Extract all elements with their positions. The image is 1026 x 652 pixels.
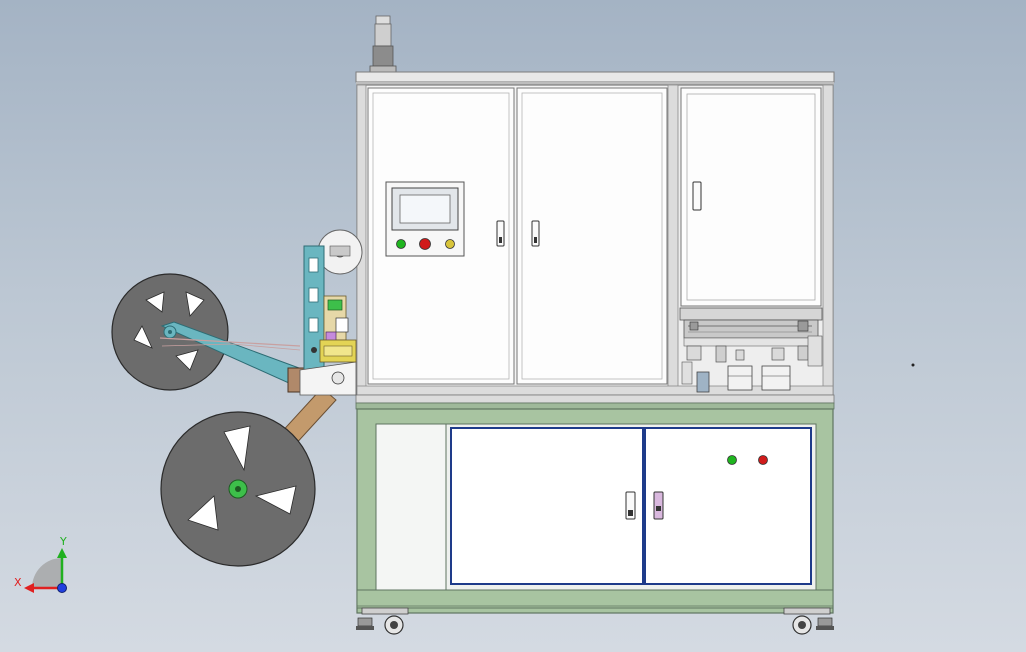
handle-lower-left[interactable] <box>625 491 636 520</box>
origin-marker <box>911 363 915 367</box>
handle-lower-right[interactable] <box>653 491 664 520</box>
control-panel <box>385 181 465 257</box>
handle-left-door[interactable] <box>496 220 505 247</box>
table-top <box>355 394 835 410</box>
peel-module <box>319 295 357 363</box>
z-axis-dot <box>57 583 67 593</box>
reset-button[interactable] <box>445 239 455 249</box>
caster-left <box>356 607 409 635</box>
touch-screen[interactable] <box>391 187 459 231</box>
side-roller <box>317 229 363 275</box>
lower-door-right[interactable] <box>644 427 812 585</box>
lower-reel <box>160 411 316 567</box>
upper-door-middle[interactable] <box>516 87 668 385</box>
handle-middle-door[interactable] <box>531 220 540 247</box>
start-button[interactable] <box>396 239 406 249</box>
x-axis-label: X <box>14 576 22 589</box>
signal-tower <box>369 15 397 73</box>
lower-red-lamp <box>758 455 768 465</box>
lower-door-left[interactable] <box>450 427 644 585</box>
emergency-stop-button[interactable] <box>419 238 431 250</box>
upper-door-right[interactable] <box>680 87 822 307</box>
coordinate-triad: Y X <box>14 535 67 593</box>
tape-path <box>159 337 301 351</box>
feeder-mechanism <box>679 307 823 393</box>
lower-green-lamp <box>727 455 737 465</box>
y-axis-label: Y <box>59 535 67 548</box>
caster-right <box>783 607 834 635</box>
side-bracket <box>299 245 357 396</box>
